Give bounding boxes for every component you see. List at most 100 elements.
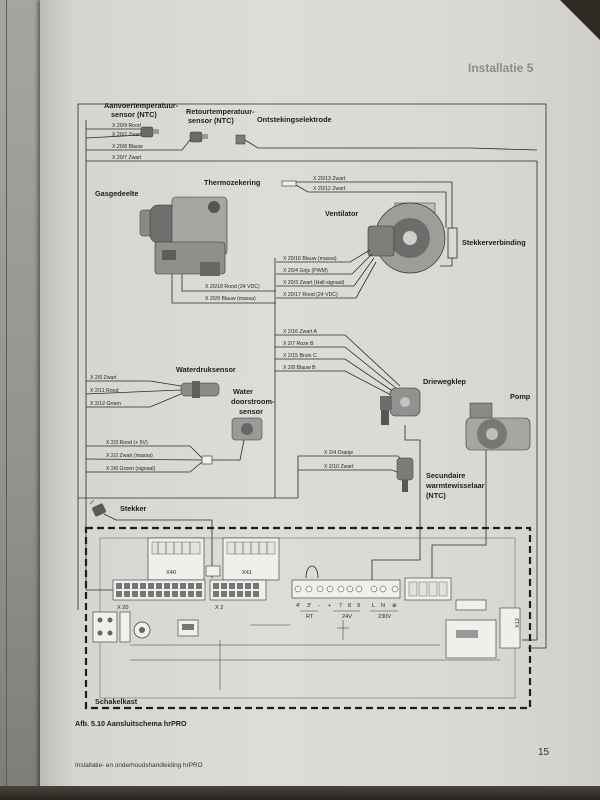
diagram-frame [77,103,547,649]
wire-label-fan-3: X 20/3 Zwart (Hall-signaal) [283,280,345,286]
wire-label-sensor-2: X 20/7 Zwart [112,132,142,138]
thermal-fuse [281,180,297,187]
fan [367,202,446,274]
secondary-heat-exchanger-label-3: (NTC) [426,491,446,500]
wire-label-gas-2: X 20/9 Blauw (massa) [205,296,256,302]
wire-label-pressure-1: X 2/9 Zwart [90,375,117,381]
adjacent-page [0,0,44,792]
fan-wires [276,249,377,299]
flow-sensor [231,417,263,441]
ground-terminal-label: ⊕ [392,603,397,609]
three-way-valve [380,387,421,425]
plug-connection-label: Stekkerverbinding [462,238,526,247]
water-pressure-sensor-label: Waterdruksensor [176,365,236,374]
secondary-ntc-wires [297,455,403,498]
wire-bundle [78,258,298,499]
wire-label-valve-3: X 2/15 Bruin C [283,353,317,359]
terminal-label: - [318,603,320,609]
gas-valve-label: Gasgedeelte [95,189,138,198]
wire-label-valve-1: X 2/16 Zwart A [283,329,318,335]
wire-label-sensor-4: X 20/7 Zwart [112,155,142,161]
background-bottom [0,786,600,800]
secondary-ntc-sensor [396,457,414,492]
connector-x2-label: X 2 [215,605,223,611]
wire-label-fan-2: X 20/4 Grijs (PWM) [283,268,328,274]
wire-label-flow-2: X 2/2 Zwart (massa) [106,453,153,459]
terminal-label: 3' [307,603,311,609]
valve-wire [371,425,421,580]
supply-sensor-label-1: Aanvoertemperatuur- [104,101,179,110]
wire-label-gas-1: X 20/18 Rood (24 VDC) [205,284,260,290]
supply-sensor [140,126,159,138]
pump [465,402,531,451]
24v-label: 24V [342,614,352,620]
pump-wire [431,450,487,578]
terminal-label: 9 [357,603,360,609]
wire-label-valve-2: X 2/7 Roze B [283,341,314,347]
return-sensor-label-2: sensor (NTC) [188,116,234,125]
flow-sensor-label-3: sensor [239,407,263,416]
footer-title: Installatie- en onderhoudshandleiding hr… [75,762,203,769]
terminal-label: L [372,603,375,609]
control-board [86,537,521,699]
wire-label-sensor-3: X 20/8 Blauw [112,144,143,150]
connector-x40-label: X40 [166,570,176,576]
flow-sensor-label-2: doorstroom- [231,397,275,406]
wire-label-thermo-2: X 20/12 Zwart [313,186,346,192]
wire-label-fan-1: X 20/16 Blauw (massa) [283,256,337,262]
control-box-label: Schakelkast [95,697,138,706]
230v-label: 230V [378,614,391,620]
connector-x20-label: X 20 [117,605,129,611]
thermal-fuse-label: Thermozekering [204,178,260,187]
wire-label-valve-4: X 2/8 Blauw B [283,365,316,371]
return-sensor [189,131,208,143]
control-box-outline [84,526,532,710]
plug-connection [447,227,458,259]
terminal-label: + [328,603,331,609]
terminal-label: N [381,603,385,609]
plug-icon [89,499,213,578]
rt-label: RT [306,614,314,620]
connector-x41-label: X41 [242,570,252,576]
pump-label: Pomp [510,392,531,401]
wire-label-pressure-2: X 2/11 Rood [90,388,119,394]
three-way-valve-wires [275,334,401,396]
wire-label-fan-4: X 20/17 Rood (24 VDC) [283,292,338,298]
wire-label-pressure-3: X 2/12 Groen [90,401,121,407]
wire-label-thermo-1: X 20/13 Zwart [313,176,346,182]
ignition-electrode [235,134,259,149]
flow-sensor-connector [201,455,213,465]
flow-sensor-label-1: Water [233,387,253,396]
water-pressure-wires [85,380,182,408]
page-edge [6,0,7,792]
manual-page [40,0,600,790]
section-header: Installatie 5 [468,61,534,75]
connector-x12-label: X12 [515,618,521,628]
figure-caption: Afb. 5.10 Aansluitschema hrPRO [75,719,187,728]
plug-connection-wire [440,258,453,267]
wire-label-sensor-1: X 20/9 Rood [112,123,141,129]
wire-label-ntc-1: X 2/4 Oranje [324,450,353,456]
terminal-label: 8 [348,603,351,609]
wire-label-flow-3: X 2/6 Groen (signaal) [106,466,156,472]
thermal-fuse-wires [295,181,453,228]
page-number: 15 [538,747,550,758]
supply-sensor-label-2: sensor (NTC) [111,110,157,119]
terminal-labels: 4' 3' - + 7 8 9 L N ⊕ [296,603,397,609]
gas-valve-wires [171,274,276,304]
return-sensor-label-1: Retourtemperatuur- [186,107,255,116]
terminal-label: 7 [339,603,342,609]
gas-valve [139,196,228,276]
secondary-heat-exchanger-label-1: Secundaire [426,471,465,480]
secondary-heat-exchanger-label-2: warmtewisselaar [425,481,485,490]
three-way-valve-label: Driewegklep [423,377,467,386]
water-pressure-sensor [180,381,220,398]
terminal-label: 4' [296,603,300,609]
fan-label: Ventilator [325,209,358,218]
plug-label: Stekker [120,504,147,513]
wire-label-ntc-2: X 2/10 Zwart [324,464,354,470]
ignition-electrode-label: Ontstekingselektrode [257,115,332,124]
sensor-wires [85,128,538,162]
wire-label-flow-1: X 2/3 Rood (+ 5V) [106,440,148,446]
